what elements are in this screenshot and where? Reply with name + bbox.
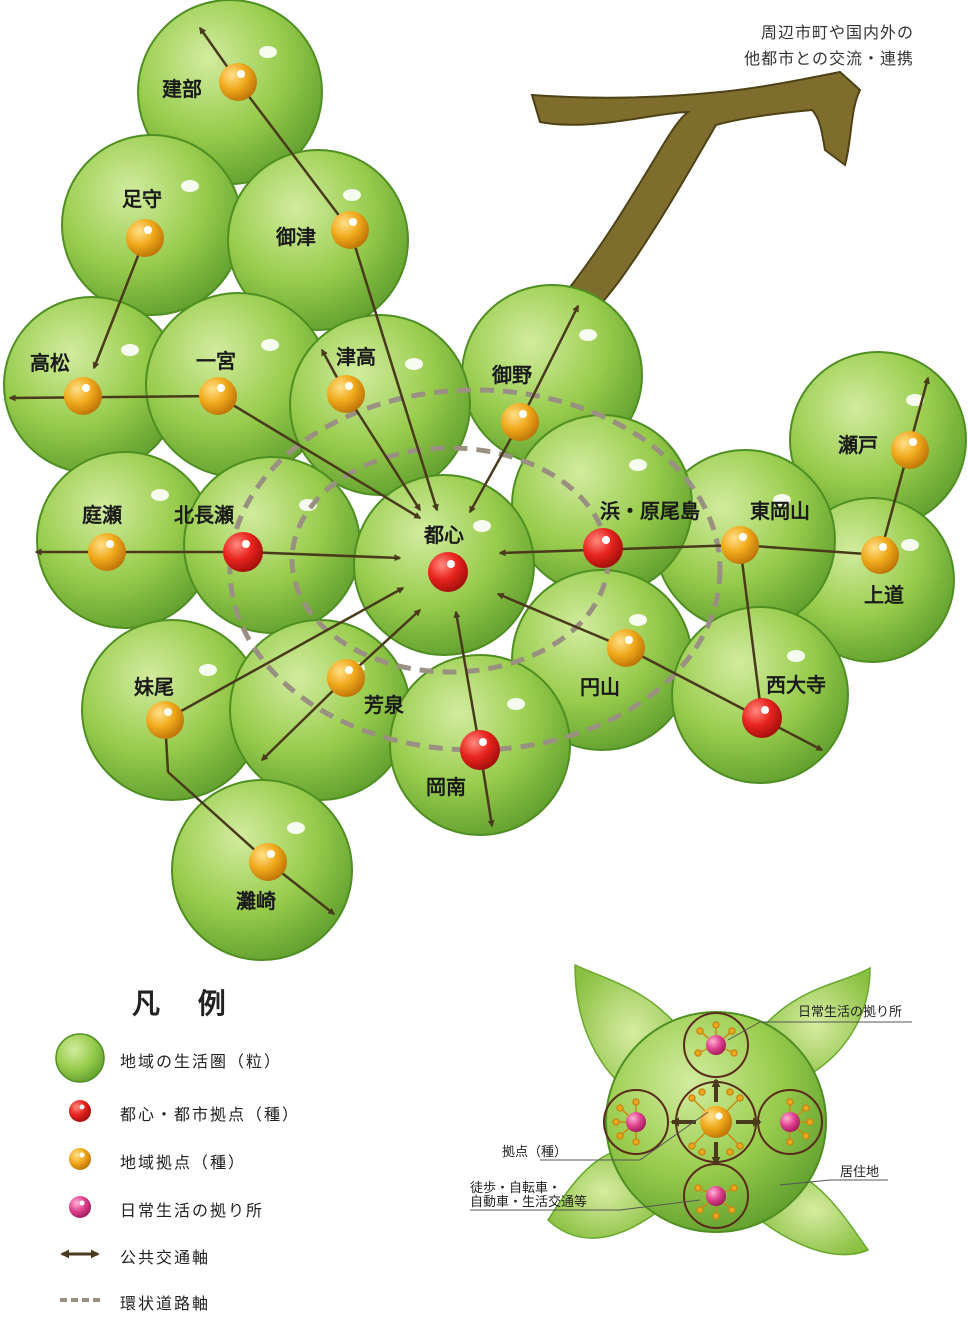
legend-item-regional-hub: 地域拠点（種）	[56, 1139, 416, 1179]
inset-label-residence: 居住地	[840, 1165, 879, 1180]
legend-label-city-hub: 都心・都市拠点（種）	[120, 1101, 300, 1125]
hub-toshin	[428, 552, 468, 592]
inset-label-daily-life: 日常生活の拠り所	[798, 1005, 902, 1020]
label-seto: 瀬戸	[838, 433, 878, 457]
exchange-note: 周辺市町や国内外の 他都市との交流・連携	[744, 20, 914, 72]
label-kenbu: 建部	[162, 77, 202, 101]
hub-hama	[583, 528, 623, 568]
legend-label-grape: 地域の生活圏（粒）	[120, 1048, 282, 1072]
inset-hub	[700, 1106, 732, 1138]
hub-seto	[891, 431, 929, 469]
hub-hoizumi	[327, 659, 365, 697]
hub-enzan	[607, 629, 645, 667]
label-hama: 浜・原尾島	[600, 499, 700, 523]
hub-kitanagase	[223, 532, 263, 572]
hub-senoo	[146, 701, 184, 739]
label-senoo: 妹尾	[133, 675, 174, 699]
legend-label-regional-hub: 地域拠点（種）	[120, 1149, 246, 1173]
label-niwase: 庭瀬	[82, 503, 122, 527]
hub-kenbu	[219, 63, 257, 101]
legend-label-transit: 公共交通軸	[120, 1244, 210, 1268]
grape-cluster	[4, 0, 966, 960]
hub-tsudaka	[327, 375, 365, 413]
hub-konan	[460, 730, 500, 770]
hub-ashimori	[126, 219, 164, 257]
hub-mitsu	[331, 211, 369, 249]
hub-ichinomiya	[199, 377, 237, 415]
legend-label-ring-road: 環状道路軸	[120, 1290, 210, 1314]
label-takamatsu: 高松	[30, 351, 70, 375]
inset-label-hub: 拠点（種）	[502, 1144, 567, 1160]
legend-item-daily-node: 日常生活の拠り所	[56, 1187, 416, 1227]
label-ashimori: 足守	[122, 187, 162, 211]
label-mino: 御野	[491, 363, 532, 387]
hub-nadasaki	[249, 843, 287, 881]
label-toshin: 都心	[423, 523, 464, 547]
label-enzan: 円山	[580, 675, 620, 699]
hub-higashiokayama	[721, 526, 759, 564]
label-tsudaka: 津高	[336, 345, 376, 369]
legend-item-transit: 公共交通軸	[56, 1234, 416, 1274]
label-ichinomiya: 一宮	[196, 349, 236, 373]
legend-item-grape: 地域の生活圏（粒）	[56, 1038, 416, 1078]
label-hoizumi: 芳泉	[364, 693, 405, 717]
label-nadasaki: 灘崎	[236, 889, 276, 913]
label-joto: 上道	[864, 583, 904, 607]
hub-takamatsu	[64, 377, 102, 415]
hub-niwase	[88, 533, 126, 571]
label-higashiokayama: 東岡山	[750, 499, 810, 523]
exchange-note-line2: 他都市との交流・連携	[744, 46, 914, 72]
legend-label-daily-node: 日常生活の拠り所	[120, 1197, 264, 1221]
label-mitsu: 御津	[275, 225, 316, 249]
legend-title: 凡 例	[132, 982, 240, 1022]
legend-item-city-hub: 都心・都市拠点（種）	[56, 1091, 416, 1131]
hub-saidaiji	[742, 698, 782, 738]
inset-label-transport-2: 自動車・生活交通等	[470, 1194, 587, 1210]
label-saidaiji: 西大寺	[766, 673, 826, 697]
hub-joto	[861, 536, 899, 574]
exchange-note-line1: 周辺市町や国内外の	[744, 20, 914, 46]
hub-mino	[501, 403, 539, 441]
label-kitanagase: 北長瀬	[174, 503, 234, 527]
inset-label-transport-1: 徒歩・自転車・	[470, 1181, 561, 1196]
legend-item-ring-road: 環状道路軸	[56, 1280, 416, 1320]
label-konan: 岡南	[426, 775, 466, 799]
